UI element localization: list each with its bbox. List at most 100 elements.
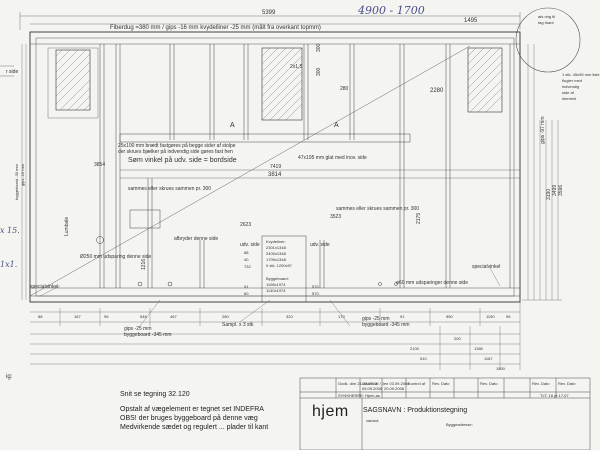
tb-bottom-4: TLT: 16 pt 17.07 (540, 393, 569, 398)
tb-byggeadresse: Byggeadresse: (446, 422, 473, 427)
dim-top-total: 5399 (262, 10, 276, 16)
label-afstand2: tag rkant (538, 20, 554, 25)
title-block-frame (299, 377, 591, 450)
note-snit: Snit se tegning 32.120 (120, 391, 190, 398)
num-col2-1: 91 (244, 284, 249, 289)
label-sammes2: sammes eller skrues sammen pr. 300 (336, 206, 420, 212)
dim-bottom-11: 1190 (486, 314, 495, 319)
dim-3523: 3523 (330, 214, 342, 220)
dim-1500: 1500 (496, 366, 505, 371)
label-25x100: 25x100 mm brædt fastgøres på begge sider… (118, 143, 236, 149)
label-byggeboard-left: byggeboard -345 mm (124, 332, 172, 338)
label-o60: ø60 mm udsparinger denne side (396, 280, 468, 286)
label-udv-side-left: udv. side (240, 242, 260, 248)
tb-cell-6: Rev. Dato (532, 381, 550, 386)
dim-7419: 7419 (270, 164, 282, 170)
dim-3596: 3596 (558, 184, 564, 196)
label-lumbale: Lumbale (64, 216, 70, 236)
tb-cell-1: Godk. dim 21.03.2008 (338, 381, 378, 386)
hand-1x1: 1x1. (0, 260, 18, 269)
dim-280: 280 (340, 86, 349, 92)
kvydeliner-2: 2400x1348 (266, 251, 286, 256)
dim-bottom-13: 200 (454, 336, 461, 341)
kvydeliner-box (261, 235, 307, 303)
hjem-logo: hjem (312, 403, 349, 420)
detail-circle (515, 7, 581, 73)
dim-bottom-2: 167 (74, 314, 81, 319)
label-1stk-c: indvendig (562, 84, 580, 89)
num-col3-1: 570 (312, 284, 319, 289)
label-gips-left: gips -25 mm (124, 326, 152, 332)
label-sammes1: sammes eller skrues sammen pr. 300 (128, 186, 212, 192)
tb-cell-2: Udarb. af / Jen 03.09.2008 (362, 381, 410, 386)
byggeboard-title: Byggeboard: (266, 276, 289, 281)
num-col2-2: 60 (244, 291, 249, 296)
kvydeliner-title: Kvydeliner: (266, 239, 286, 244)
dim-2280: 2280 (430, 88, 444, 94)
label-side-left: r side (6, 69, 19, 75)
top-note: Fiberdug =380 mm / gips -16 mm kvydellin… (110, 25, 321, 31)
tb-date-2: 20.09.2008 (384, 386, 405, 391)
label-specialvinkel-left: specialvinkel (30, 284, 59, 290)
label-25x100b: der skrues bjælker på indvendig side gør… (118, 149, 233, 155)
byggeboard-2: 1140x1974 (266, 288, 286, 293)
label-gips-vert-right: gips -97 mm (540, 116, 546, 144)
window-middle (261, 47, 303, 121)
label-1stk-b: flugter med (562, 78, 583, 83)
label-byggeboard-vert: byggeboard -30 mm (14, 164, 19, 200)
dim-bottom-9: 91 (400, 314, 405, 319)
kvydeliner-4: 0 stk. 1200x97 (266, 263, 293, 268)
label-1stk: 1 stk. 45x95 mm liste (562, 72, 600, 77)
label-2x15: 2x1,5 (290, 64, 303, 70)
tb-cell-7: Rev. Dato (558, 381, 576, 386)
tb-variant: variant: (366, 418, 380, 423)
dim-bottom-10: 950 (446, 314, 453, 319)
num-col-3: 732 (244, 264, 251, 269)
label-afstand: afs ring til (538, 14, 556, 19)
label-samvinkel: Søm vinkel på udv. side = bordside (128, 157, 237, 164)
dim-bottom-7: 320 (286, 314, 293, 319)
note-line2: OBS! der bruges byggeboard på denne væg (120, 415, 258, 422)
num-col-2: 40 (244, 257, 249, 262)
note-label-tg: ig: (6, 374, 13, 380)
label-1stk-e: element (562, 96, 577, 101)
num-col-1: 88 (244, 250, 249, 255)
kvydeliner-3: 1709x1348 (266, 257, 286, 262)
label-specialvinkel-right: specialvinkel (472, 264, 501, 270)
dim-top-right: 1495 (464, 18, 478, 24)
label-udsparing: Ø250 mm udsparing denne side (80, 254, 152, 260)
anchor-a: A (230, 122, 235, 129)
dim-2623: 2623 (240, 222, 252, 228)
num-col3-2: 570 (312, 291, 319, 296)
label-1stk-d: side af (562, 90, 574, 95)
drawing-notes: Snit se tegning 32.120 Opstalt af vægele… (120, 390, 268, 432)
tb-cell-5: Rev. Dato (480, 381, 498, 386)
window-right (467, 47, 503, 113)
label-udv-side-right: udv. side (310, 242, 330, 248)
label-47x195: 47x195 mm glat med inov. side (298, 155, 367, 161)
label-samplx: Sampl. x 3 stk (222, 322, 254, 328)
label-afbryder: afbryder denne side (174, 236, 219, 242)
tb-bottom-1: SYNSHERRE: Hjem.as (338, 393, 380, 398)
label-gips-vert: gips -16 mm (20, 163, 25, 186)
hand-x15: x 15. (0, 226, 20, 235)
tb-date-1: 05.09.2008 (362, 386, 383, 391)
dim-bottom-1: 88 (38, 314, 43, 319)
tb-cell-4: Rev. Dato (432, 381, 450, 386)
dim-2100: 2100 (410, 346, 419, 351)
dim-bottom-8: 170 (338, 314, 345, 319)
dim-bottom-6: 280 (222, 314, 229, 319)
anchor-a2: A (334, 122, 339, 129)
dim-bottom-12: 95 (506, 314, 511, 319)
dim-bottom-5: 467 (170, 314, 177, 319)
sagsnavn: SAGSNAVN : Produktionstegning (363, 407, 468, 414)
dim-300a: 300 (316, 43, 322, 52)
kvydeliner-1: 2301x1348 (266, 245, 286, 250)
label-byggeboard-right: byggeboard -345 mm (362, 322, 410, 328)
note-line1: Opstalt af vægelement er tegnet set INDE… (120, 406, 264, 413)
dim-3814: 3814 (268, 172, 282, 178)
dim-1187: 1187 (484, 356, 493, 361)
dim-300b: 300 (316, 67, 322, 76)
label-gips-right: gips -25 mm (362, 316, 390, 322)
